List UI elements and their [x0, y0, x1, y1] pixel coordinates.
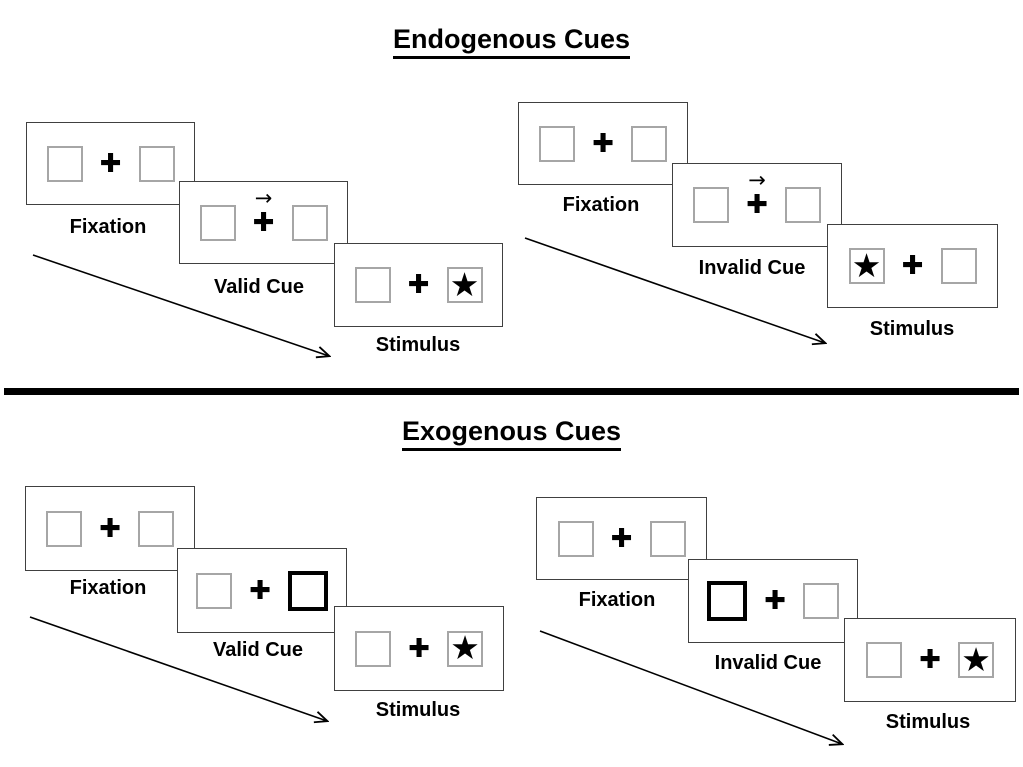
panel-exogenous-invalid-cue: ✚ [688, 559, 858, 643]
left-stimulus-box [539, 125, 575, 162]
left-stimulus-box-target: ★ [848, 245, 885, 285]
left-stimulus-box [354, 267, 391, 303]
panel-exogenous-valid-stimulus: ✚ ★ [334, 606, 504, 691]
right-stimulus-box [940, 248, 977, 284]
panel-exogenous-invalid-stimulus: ✚ ★ [844, 618, 1016, 702]
panel-endogenous-valid-fixation: ✚ [26, 122, 195, 205]
panel-label-fixation: Fixation [69, 216, 147, 238]
panel-label-fixation: Fixation [562, 194, 640, 216]
fixation-cross: ✚ [96, 151, 126, 177]
panel-endogenous-invalid-fixation: ✚ [518, 102, 688, 185]
section-title-text: Exogenous Cues [401, 416, 622, 451]
fixation-cross-icon: ✚ [901, 251, 924, 281]
left-stimulus-box [355, 630, 391, 667]
right-stimulus-box-cued [288, 570, 328, 611]
left-stimulus-box-cued [707, 581, 747, 621]
right-stimulus-box-target: ★ [447, 628, 483, 667]
right-stimulus-box [803, 583, 839, 619]
star-icon: ★ [450, 628, 480, 667]
left-stimulus-box [557, 520, 594, 557]
fixation-cross-icon: ✚ [249, 575, 271, 606]
left-stimulus-box [866, 642, 902, 678]
fixation-cross: ✚ [915, 647, 945, 673]
right-stimulus-box [291, 204, 328, 241]
panel-label-invalid-cue: Invalid Cue [714, 652, 822, 674]
right-stimulus-box-target: ★ [446, 264, 483, 304]
fixation-cross-icon: ✚ [746, 190, 768, 220]
fixation-cross: ✚ [898, 253, 928, 279]
fixation-cross: → ✚ [249, 187, 279, 238]
fixation-cross-icon: ✚ [764, 586, 786, 616]
panel-label-stimulus: Stimulus [375, 334, 461, 356]
section-title-endogenous: Endogenous Cues [0, 24, 1023, 59]
fixation-cross: ✚ [95, 516, 125, 542]
fixation-cross: ✚ [404, 272, 434, 298]
right-stimulus-box-target: ★ [958, 642, 994, 678]
right-stimulus-box [138, 145, 175, 182]
fixation-cross-icon: ✚ [252, 207, 275, 238]
panel-label-stimulus: Stimulus [885, 711, 971, 733]
star-icon: ★ [961, 639, 991, 679]
panel-label-valid-cue: Valid Cue [213, 276, 305, 298]
panel-label-fixation: Fixation [578, 589, 656, 611]
left-stimulus-box [46, 145, 83, 182]
fixation-cross-icon: ✚ [610, 523, 633, 554]
left-stimulus-box [199, 204, 236, 241]
left-stimulus-box [196, 572, 232, 609]
fixation-cross-icon: ✚ [919, 645, 941, 675]
section-title-exogenous: Exogenous Cues [0, 416, 1023, 451]
panel-endogenous-invalid-stimulus: ★ ✚ [827, 224, 998, 308]
panel-exogenous-valid-cue: ✚ [177, 548, 347, 633]
fixation-cross-icon: ✚ [99, 513, 121, 544]
section-title-text: Endogenous Cues [392, 24, 630, 59]
right-stimulus-box [785, 187, 821, 223]
fixation-cross-icon: ✚ [407, 270, 430, 300]
timeline-arrow-exogenous-invalid [539, 630, 842, 744]
fixation-cross: ✚ [607, 526, 637, 552]
right-stimulus-box [631, 125, 667, 162]
left-stimulus-box [46, 510, 82, 547]
right-stimulus-box [649, 520, 686, 557]
timeline-arrow-endogenous-valid [32, 254, 329, 356]
fixation-cross: ✚ [588, 131, 618, 157]
panel-label-fixation: Fixation [69, 577, 147, 599]
timeline-arrow-endogenous-invalid [524, 237, 825, 343]
star-icon: ★ [449, 264, 480, 304]
fixation-cross-icon: ✚ [99, 148, 122, 179]
star-icon: ★ [851, 245, 882, 285]
fixation-cross: ✚ [404, 636, 434, 662]
left-stimulus-box [693, 187, 729, 223]
panel-endogenous-invalid-cue: → ✚ [672, 163, 842, 247]
fixation-cross: → ✚ [742, 170, 772, 220]
panel-endogenous-valid-cue: → ✚ [179, 181, 348, 264]
panel-exogenous-valid-fixation: ✚ [25, 486, 195, 571]
panel-label-invalid-cue: Invalid Cue [698, 257, 806, 279]
panel-exogenous-invalid-fixation: ✚ [536, 497, 707, 580]
fixation-cross: ✚ [760, 588, 790, 614]
fixation-cross-icon: ✚ [592, 128, 614, 159]
fixation-cross: ✚ [245, 578, 275, 604]
panel-endogenous-valid-stimulus: ✚ ★ [334, 243, 503, 327]
panel-label-stimulus: Stimulus [375, 699, 461, 721]
panel-label-stimulus: Stimulus [869, 318, 955, 340]
right-stimulus-box [138, 510, 174, 547]
cue-arrow-icon: → [254, 185, 273, 210]
section-divider [4, 388, 1019, 395]
fixation-cross-icon: ✚ [408, 633, 430, 664]
panel-label-valid-cue: Valid Cue [212, 639, 304, 661]
cue-arrow-icon: → [748, 168, 766, 192]
